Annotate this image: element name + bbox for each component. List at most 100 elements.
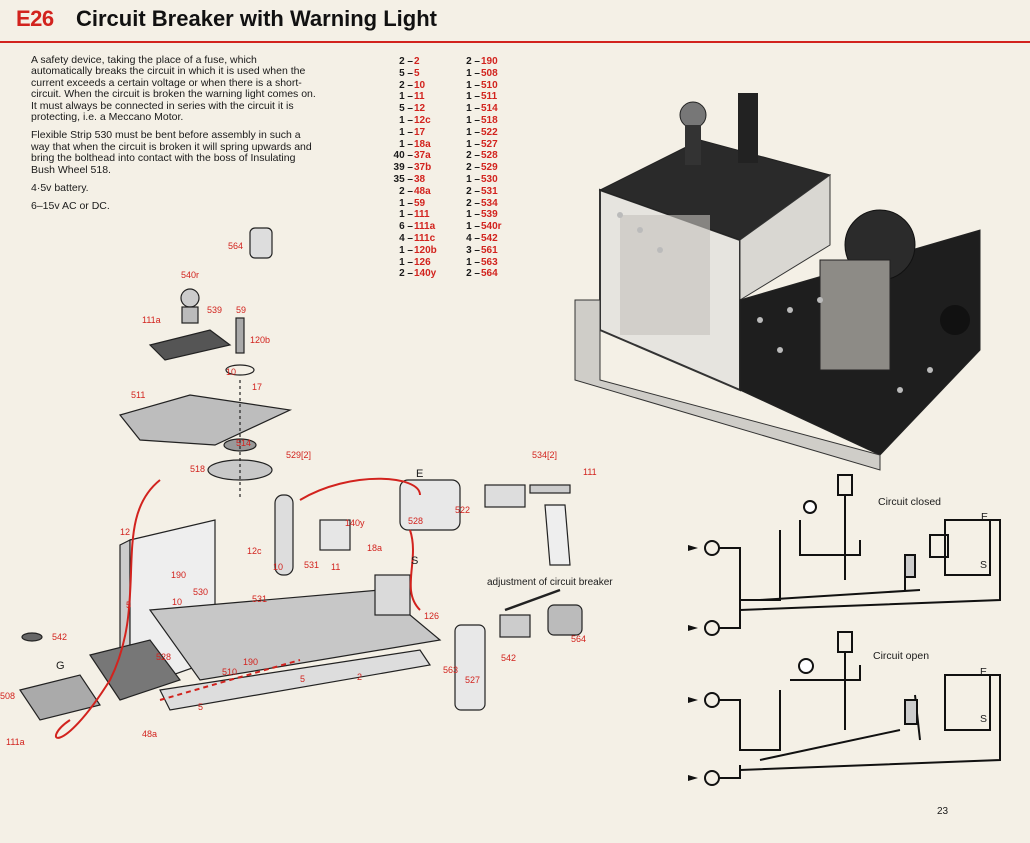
part-number: 111c xyxy=(414,232,436,244)
part-number: 17 xyxy=(414,126,426,138)
label-539: 539 xyxy=(207,305,223,315)
label-564-b: 564 xyxy=(571,634,587,644)
part-number: 540r xyxy=(481,221,502,233)
part-quantity: 3 – xyxy=(466,244,480,256)
parts-row: 1 –120b xyxy=(389,245,437,257)
part-number: 528 xyxy=(481,150,498,162)
label-10-b: 10 xyxy=(273,562,284,572)
part-number: 514 xyxy=(481,103,498,115)
label-528-b: 528 xyxy=(156,652,172,662)
part-quantity: 2 – xyxy=(399,185,413,197)
part-number: 140y xyxy=(414,268,437,280)
part-quantity: 1 – xyxy=(466,114,480,126)
part-quantity: 4 – xyxy=(466,232,480,244)
part-quantity: 2 – xyxy=(466,197,480,209)
label-111: 111 xyxy=(583,467,597,477)
part-quantity: 1 – xyxy=(466,138,480,150)
label-508: 508 xyxy=(0,691,16,701)
part-quantity: 40 – xyxy=(393,150,413,162)
part-quantity: 1 – xyxy=(466,79,480,91)
label-111a: 111a xyxy=(142,315,161,325)
label-2: 2 xyxy=(357,672,363,682)
part-number: 111 xyxy=(414,209,430,221)
closed-S: S xyxy=(980,559,988,571)
parts-row: 1 –508 xyxy=(456,68,502,80)
parts-row: 1 –511 xyxy=(456,91,502,103)
label-12: 12 xyxy=(120,527,131,537)
part-quantity: 1 – xyxy=(399,126,413,138)
parts-row: 39 –37b xyxy=(389,162,437,174)
parts-row: 2 –140y xyxy=(389,268,437,280)
label-140y: 140y xyxy=(345,518,365,528)
part-quantity: 2 – xyxy=(466,185,480,197)
part-quantity: 2 – xyxy=(399,79,413,91)
parts-row: 40 –37a xyxy=(389,150,437,162)
label-542: 542 xyxy=(52,632,68,642)
parts-row: 35 –38 xyxy=(389,174,437,186)
label-17: 17 xyxy=(252,382,263,392)
part-quantity: 1 – xyxy=(466,103,480,115)
part-quantity: 6 – xyxy=(399,221,413,233)
page-number: 23 xyxy=(937,806,949,817)
parts-row: 1 –111 xyxy=(389,209,437,221)
label-531: 531 xyxy=(304,560,320,570)
circuit-closed-diagram xyxy=(704,474,1001,636)
open-S: S xyxy=(980,713,988,725)
part-quantity: 1 – xyxy=(466,221,480,233)
parts-row: 1 –126 xyxy=(389,257,437,269)
parts-row: 1 –518 xyxy=(456,115,502,127)
circuit-open-label: Circuit open xyxy=(873,650,930,662)
parts-row: 1 –510 xyxy=(456,80,502,92)
part-number: 59 xyxy=(414,197,426,209)
parts-row: 2 –10 xyxy=(389,80,437,92)
label-5: 5 xyxy=(126,600,132,610)
label-531-b: 531 xyxy=(252,594,268,604)
part-number: 529 xyxy=(481,162,498,174)
part-number: 111a xyxy=(414,221,436,233)
label-5-b: 5 xyxy=(300,674,306,684)
parts-row: 1 –563 xyxy=(456,257,502,269)
label-48a: 48a xyxy=(142,729,158,739)
label-12c: 12c xyxy=(247,546,262,556)
part-number: 527 xyxy=(481,138,498,150)
page-title: Circuit Breaker with Warning Light xyxy=(76,6,437,31)
exploded-diagram xyxy=(19,227,583,739)
part-number: 563 xyxy=(481,256,498,268)
part-number: 37a xyxy=(414,150,431,162)
part-number: 10 xyxy=(414,79,426,91)
open-E: E xyxy=(980,666,988,678)
parts-row: 4 –542 xyxy=(456,233,502,245)
parts-row: 1 –12c xyxy=(389,115,437,127)
parts-row: 5 –12 xyxy=(389,103,437,115)
parts-row: 1 –522 xyxy=(456,127,502,139)
label-18a: 18a xyxy=(367,543,383,553)
part-number: 561 xyxy=(481,244,498,256)
part-number: 12c xyxy=(414,114,431,126)
label-190: 190 xyxy=(171,570,187,580)
closed-E: E xyxy=(981,511,989,523)
label-10: 10 xyxy=(226,367,237,377)
part-quantity: 1 – xyxy=(466,173,480,185)
parts-row: 1 –11 xyxy=(389,91,437,103)
part-number: 531 xyxy=(481,185,498,197)
part-quantity: 1 – xyxy=(399,256,413,268)
label-527: 527 xyxy=(465,675,481,685)
part-number: 5 xyxy=(414,67,420,79)
label-111a-b: 111a xyxy=(6,737,25,747)
part-number: 12 xyxy=(414,103,426,115)
parts-row: 4 –111c xyxy=(389,233,437,245)
part-number: 38 xyxy=(414,173,426,185)
part-number: 539 xyxy=(481,209,498,221)
label-5-c: 5 xyxy=(198,702,204,712)
parts-row: 1 –530 xyxy=(456,174,502,186)
parts-row: 1 –59 xyxy=(389,198,437,210)
part-quantity: 2 – xyxy=(399,268,413,280)
part-quantity: 2 – xyxy=(399,56,413,67)
part-number: 530 xyxy=(481,173,498,185)
label-E: E xyxy=(416,468,424,480)
part-quantity: 39 – xyxy=(393,162,413,174)
part-number: 48a xyxy=(414,185,431,197)
part-quantity: 5 – xyxy=(399,103,413,115)
